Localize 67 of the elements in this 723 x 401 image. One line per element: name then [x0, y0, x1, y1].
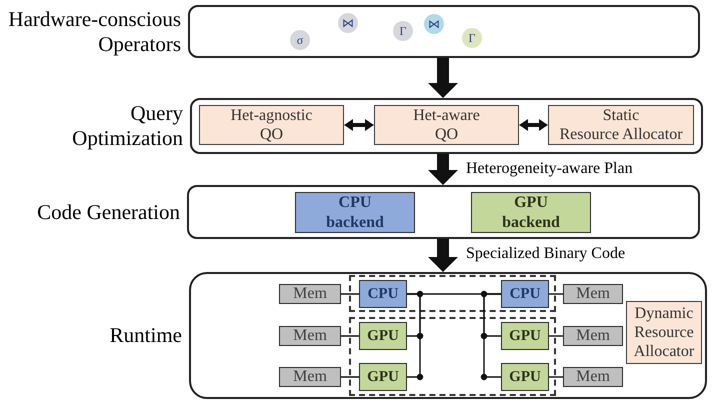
memory-box: [279, 367, 341, 387]
operator-symbol: σ: [296, 34, 304, 46]
processor-box: [501, 280, 549, 308]
connector-line: [549, 335, 563, 337]
backend-box: [295, 192, 415, 233]
allocator-label: Dynamic Resource Allocator: [634, 304, 694, 362]
optimizer-box: [199, 105, 344, 145]
connector-line: [549, 293, 563, 295]
memory-label: Mem: [293, 367, 327, 387]
processor-box: [359, 280, 407, 308]
double-arrow: [344, 119, 374, 131]
operator-symbol: ⋈: [428, 18, 440, 30]
memory-box: [563, 367, 623, 387]
connector-line: [341, 376, 359, 378]
connector-line: [549, 376, 563, 378]
connector-line: [407, 293, 421, 378]
memory-label: Mem: [576, 367, 610, 387]
memory-box: [563, 284, 623, 304]
component-name: Het-aware QO: [413, 106, 480, 144]
memory-label: Mem: [293, 326, 327, 346]
flow-arrow: [428, 154, 458, 185]
memory-box: [279, 326, 341, 346]
flow-arrow: [428, 239, 458, 272]
processor-label: GPU: [509, 368, 541, 386]
memory-label: Mem: [576, 284, 610, 304]
processor-box: [501, 322, 549, 350]
operator-circle: [393, 21, 413, 41]
stage-label: Hardware-conscious Operators: [8, 6, 181, 56]
optimizer-box: [374, 105, 519, 145]
operator-symbol: Γ: [400, 25, 406, 37]
memory-box: [563, 326, 623, 346]
operator-circle: [462, 28, 482, 48]
processor-label: GPU: [509, 327, 541, 345]
operator-symbol: ⋈: [342, 17, 354, 29]
processor-box: [359, 363, 407, 391]
dashed-group-box: [349, 275, 556, 312]
memory-box: [279, 284, 341, 304]
operator-circle: [338, 13, 358, 33]
processor-label: GPU: [367, 368, 399, 386]
operator-circle: [290, 30, 310, 50]
memory-label: Mem: [293, 284, 327, 304]
processor-label: CPU: [368, 285, 398, 303]
double-arrow: [519, 119, 548, 131]
backend-box: [471, 192, 591, 233]
allocator-box: [626, 301, 702, 364]
connector-line: [483, 293, 501, 378]
flow-arrow: [428, 58, 458, 98]
processor-label: GPU: [367, 327, 399, 345]
backend-label: CPU backend: [326, 193, 384, 232]
connector-line: [341, 293, 359, 295]
edge-label: Heterogeneity-aware Plan: [464, 159, 635, 179]
processor-box: [501, 363, 549, 391]
stage-label: Code Generation: [37, 200, 180, 224]
component-name: Static Resource Allocator: [559, 106, 683, 144]
stage-label: Runtime: [110, 323, 182, 348]
allocator-box: [548, 105, 694, 145]
stage-label: Query Optimization: [72, 101, 183, 151]
component-name: Het-agnostic QO: [230, 106, 312, 144]
backend-label: GPU backend: [502, 193, 560, 232]
memory-label: Mem: [576, 326, 610, 346]
dashed-group-box: [349, 317, 556, 396]
processor-label: CPU: [510, 285, 540, 303]
connector-line: [341, 335, 359, 337]
operator-symbol: Γ: [468, 32, 476, 44]
processor-box: [359, 322, 407, 350]
edge-label: Specialized Binary Code: [464, 244, 628, 264]
operator-circle: [424, 14, 444, 34]
